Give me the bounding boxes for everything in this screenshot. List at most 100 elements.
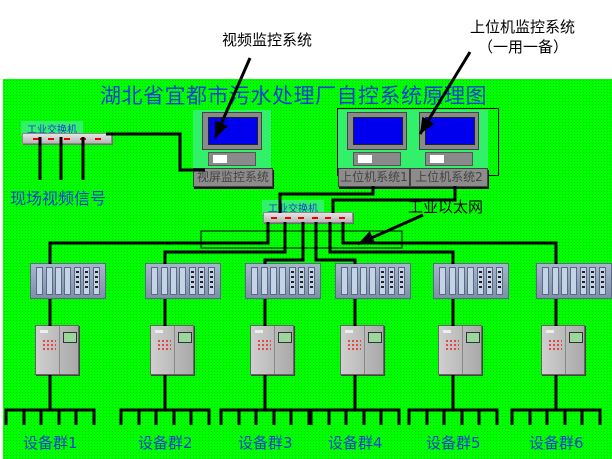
equipment-group-label: 设备群1 bbox=[23, 434, 78, 452]
equipment-bus bbox=[4, 408, 96, 425]
equipment-bus bbox=[510, 408, 602, 425]
ethernet-link bbox=[263, 222, 305, 264]
cpu-module bbox=[170, 267, 178, 295]
cpu-module bbox=[570, 267, 578, 295]
host1-uplink bbox=[278, 186, 375, 213]
hmi-screen-icon bbox=[368, 332, 382, 343]
cpu-module bbox=[64, 267, 72, 295]
io-module bbox=[298, 267, 306, 295]
hmi-screen-icon bbox=[569, 332, 583, 343]
cpu-module bbox=[439, 267, 447, 295]
control-cabinet[interactable] bbox=[250, 325, 294, 375]
io-module bbox=[388, 267, 396, 295]
cpu-module bbox=[448, 267, 456, 295]
io-module bbox=[495, 267, 503, 295]
io-module bbox=[198, 267, 206, 295]
control-cabinet[interactable] bbox=[150, 325, 194, 375]
hmi-screen-icon bbox=[466, 332, 480, 343]
plc-rack[interactable] bbox=[30, 263, 106, 299]
ethernet-link bbox=[328, 222, 455, 264]
plc-rack[interactable] bbox=[536, 263, 612, 299]
indicator-lamps-icon bbox=[548, 339, 562, 351]
equipment-group-label: 设备群3 bbox=[238, 434, 293, 452]
ethernet-callout-arrow-head bbox=[358, 231, 376, 244]
cpu-module bbox=[260, 267, 268, 295]
host-callout-arrow bbox=[418, 51, 472, 135]
cpu-module bbox=[458, 267, 466, 295]
center-industrial-switch bbox=[263, 212, 353, 223]
cpu-module bbox=[350, 267, 358, 295]
ethernet-highlight-box bbox=[200, 230, 403, 249]
hmi-screen-icon bbox=[278, 332, 292, 343]
indicator-lamps-icon bbox=[257, 339, 271, 351]
plc-rack[interactable] bbox=[335, 263, 411, 299]
ethernet-link bbox=[341, 222, 558, 264]
io-module bbox=[476, 267, 484, 295]
ethernet-link bbox=[314, 222, 357, 264]
cpu-module bbox=[270, 267, 278, 295]
cpu-module bbox=[45, 267, 53, 295]
io-module bbox=[73, 267, 81, 295]
cpu-module bbox=[542, 267, 550, 295]
equipment-bus bbox=[219, 408, 311, 425]
video-system-callout: 视频监控系统 bbox=[222, 31, 313, 49]
plc-rack[interactable] bbox=[145, 263, 221, 299]
equipment-group-label: 设备群4 bbox=[328, 434, 383, 452]
equipment-bus bbox=[407, 408, 499, 425]
cpu-module bbox=[55, 267, 63, 295]
cpu-module bbox=[160, 267, 168, 295]
indicator-lamps-icon bbox=[347, 339, 361, 351]
ethernet-link bbox=[163, 222, 287, 264]
left-switch-label: 工业交换机 bbox=[21, 121, 83, 136]
control-cabinet[interactable] bbox=[541, 325, 585, 375]
io-module bbox=[579, 267, 587, 295]
plc-rack[interactable] bbox=[433, 263, 509, 299]
io-module bbox=[83, 267, 91, 295]
cpu-module bbox=[151, 267, 159, 295]
left-switch-uplink bbox=[106, 132, 205, 172]
cpu-module bbox=[561, 267, 569, 295]
io-module bbox=[207, 267, 215, 295]
equipment-bus bbox=[119, 408, 211, 425]
host2-uplink bbox=[331, 186, 457, 213]
host-system-callout-note: （一用一备） bbox=[478, 38, 569, 56]
cpu-module bbox=[369, 267, 377, 295]
host-callout-arrow-head bbox=[420, 116, 435, 134]
io-module bbox=[397, 267, 405, 295]
io-module bbox=[188, 267, 196, 295]
ethernet-callout: 工业以太网 bbox=[408, 198, 484, 216]
ethernet-link bbox=[48, 222, 270, 264]
cpu-module bbox=[341, 267, 349, 295]
io-module bbox=[378, 267, 386, 295]
cpu-module bbox=[551, 267, 559, 295]
equipment-bus bbox=[309, 408, 401, 425]
cpu-module bbox=[179, 267, 187, 295]
diagram-title: 湖北省宜都市污水处理厂自控系统原理图 bbox=[100, 84, 487, 108]
plc-rack[interactable] bbox=[245, 263, 321, 299]
cpu-module bbox=[467, 267, 475, 295]
io-module bbox=[307, 267, 315, 295]
control-cabinet[interactable] bbox=[438, 325, 482, 375]
io-module bbox=[598, 267, 606, 295]
io-module bbox=[92, 267, 100, 295]
computer-label: 上位机系统2 bbox=[410, 168, 488, 187]
indicator-lamps-icon bbox=[445, 339, 459, 351]
cpu-module bbox=[360, 267, 368, 295]
io-module bbox=[288, 267, 296, 295]
hmi-screen-icon bbox=[63, 332, 77, 343]
control-cabinet[interactable] bbox=[35, 325, 79, 375]
io-module bbox=[589, 267, 597, 295]
equipment-group-label: 设备群5 bbox=[426, 434, 481, 452]
io-module bbox=[486, 267, 494, 295]
equipment-group-label: 设备群2 bbox=[138, 434, 193, 452]
control-cabinet[interactable] bbox=[340, 325, 384, 375]
field-video-signal-label: 现场视频信号 bbox=[10, 189, 107, 208]
equipment-group-label: 设备群6 bbox=[529, 434, 584, 452]
center-switch-label: 工业交换机 bbox=[262, 200, 324, 215]
monitor-icon bbox=[347, 112, 407, 150]
cpu-module bbox=[251, 267, 259, 295]
hmi-screen-icon bbox=[178, 332, 192, 343]
video-callout-arrow-head bbox=[215, 120, 228, 138]
indicator-lamps-icon bbox=[157, 339, 171, 351]
